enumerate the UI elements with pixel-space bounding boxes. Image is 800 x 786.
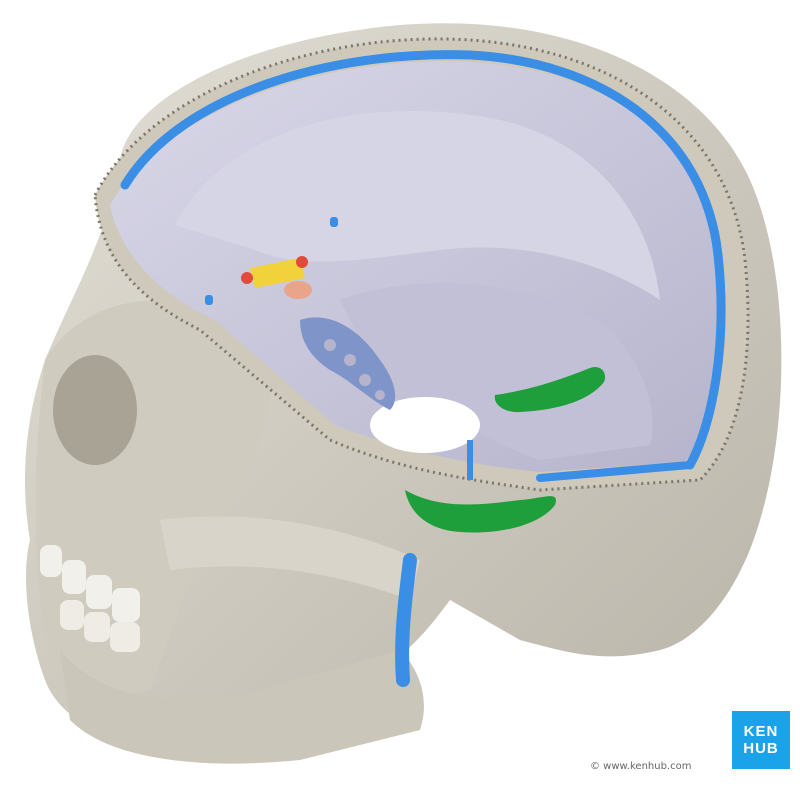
pituitary <box>284 281 312 299</box>
logo-line-1: KEN <box>743 723 779 740</box>
zygomatic-arch <box>160 516 420 600</box>
falx-cerebri <box>175 111 660 301</box>
teeth <box>40 545 140 652</box>
sigmoid-sinus <box>405 490 556 533</box>
clinoid-yellow <box>250 258 305 288</box>
cavernous-sinus <box>300 317 396 410</box>
orbit <box>53 355 137 465</box>
foramen-magnum <box>370 397 480 453</box>
internal-jugular-vein <box>395 553 417 687</box>
kenhub-logo: KEN HUB <box>732 711 790 769</box>
copyright-text: © www.kenhub.com <box>590 761 692 772</box>
internal-carotid-left <box>241 272 253 284</box>
superior-sagittal-sinus <box>120 50 726 470</box>
transverse-sinus <box>494 366 606 413</box>
logo-line-2: HUB <box>743 740 779 757</box>
straight-sinus <box>536 461 694 482</box>
mandible <box>60 650 424 764</box>
vein-segment-1 <box>205 295 213 305</box>
vein-segment-2 <box>330 217 338 227</box>
internal-carotid-right <box>296 256 308 268</box>
tentorium <box>340 283 653 460</box>
